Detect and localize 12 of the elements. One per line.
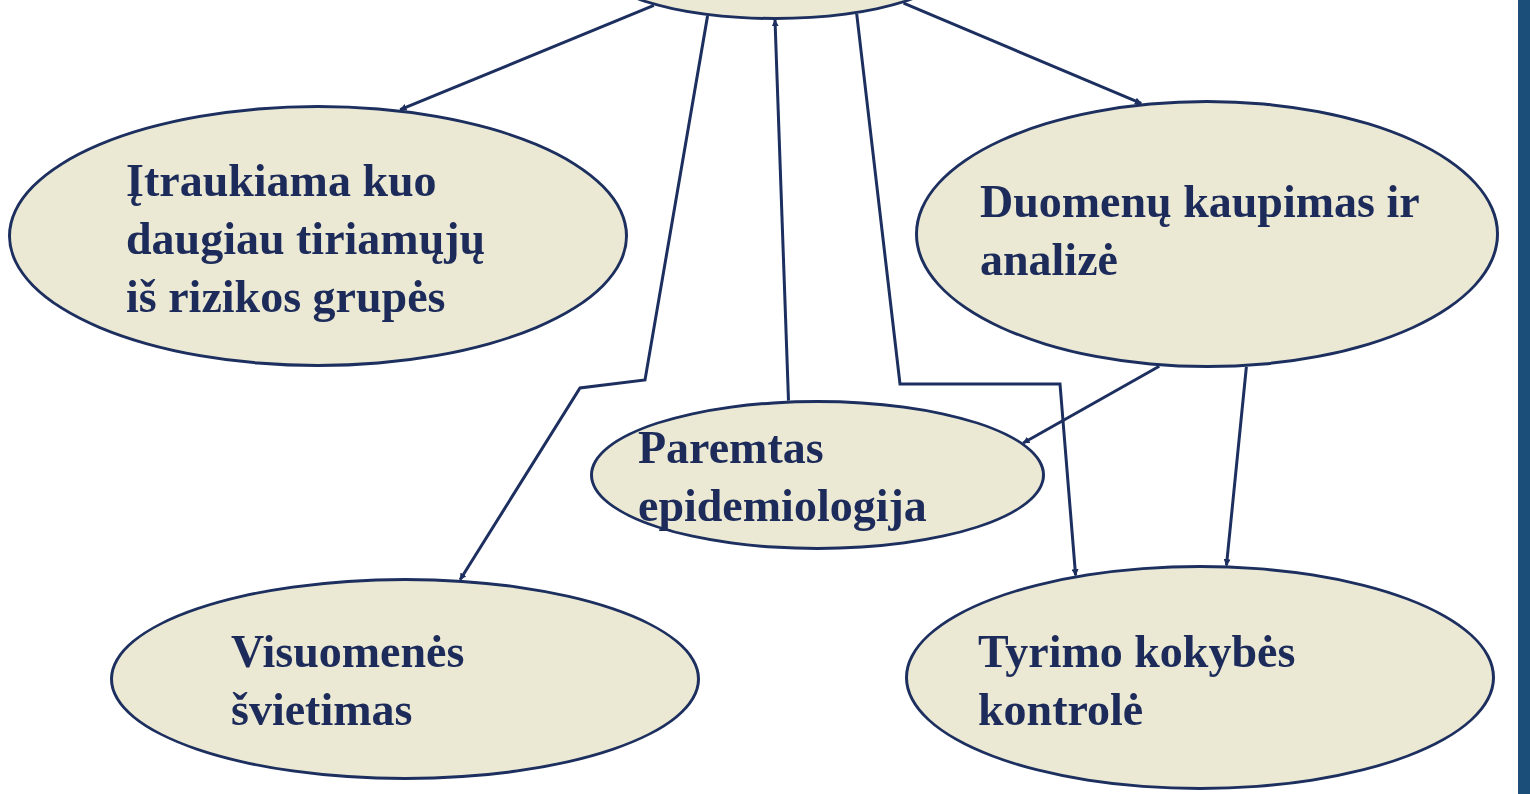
topic-text: Įtraukiama kuo daugiau tiriamųjų iš rizikos grupės: [126, 154, 487, 324]
arrow: [1223, 366, 1248, 567]
arrow: [399, 3, 655, 112]
arrow: [903, 1, 1142, 105]
arrow: [771, 19, 790, 401]
topic-text: Visuomenės švietimas: [231, 625, 466, 737]
topic-text: Paremtas epidemiologija: [638, 421, 928, 533]
arrow: [1022, 364, 1160, 445]
arrow: [855, 13, 1079, 577]
arrow: [458, 15, 710, 581]
topic-text: Tyrimo kokybės kontrolė: [978, 625, 1297, 737]
topic-text: Duomenų kaupimas ir analizė: [980, 175, 1420, 287]
